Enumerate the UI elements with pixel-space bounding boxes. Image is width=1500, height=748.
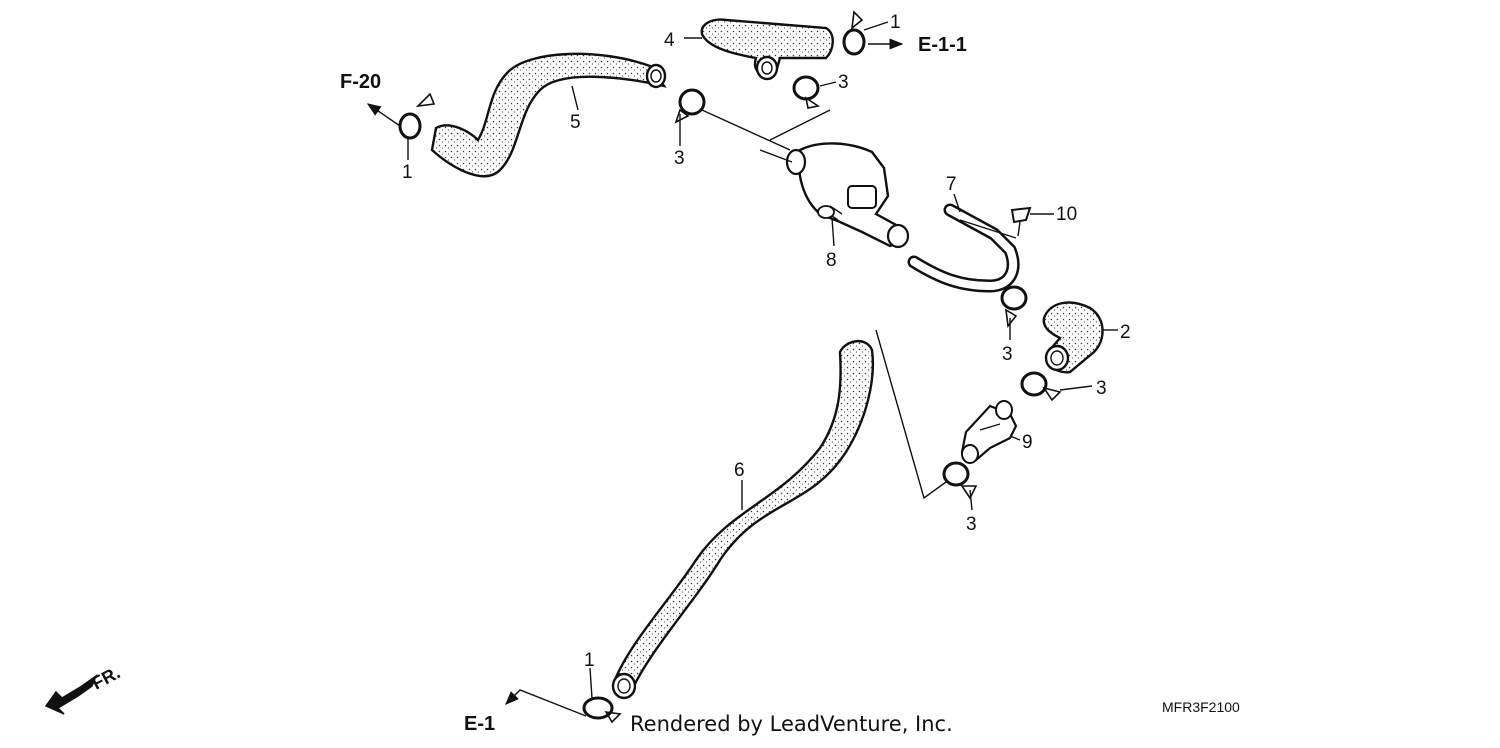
callout-7: 7 — [946, 174, 957, 195]
clamp-10 — [1010, 206, 1032, 237]
credit-text: Rendered by LeadVenture, Inc. — [630, 712, 953, 736]
tube-7 — [907, 203, 1020, 293]
ref-f-20: F-20 — [340, 71, 381, 93]
callout-9: 9 — [1022, 432, 1033, 453]
clamp-3-topright — [792, 75, 821, 109]
ref-e-1-1: E-1-1 — [918, 34, 967, 56]
clamp-3-right-mid — [1020, 371, 1062, 402]
hose-5 — [430, 52, 667, 178]
clamp-3-bottom — [942, 461, 978, 500]
callout-5: 5 — [570, 112, 581, 133]
callout-8: 8 — [826, 250, 837, 271]
callout-6: 6 — [734, 460, 745, 481]
diagram-code: MFR3F2100 — [1162, 699, 1240, 715]
clamp-3-right-upper — [1000, 285, 1028, 328]
hose-2 — [1042, 301, 1104, 374]
callout-1-left: 1 — [402, 162, 413, 183]
callout-3-mid: 3 — [674, 148, 685, 169]
clamp-1-left — [398, 92, 436, 140]
pipe-9 — [960, 400, 1018, 464]
callout-2: 2 — [1120, 322, 1131, 343]
leader-lines — [366, 21, 1118, 717]
clamp-3-mid — [674, 88, 706, 124]
callout-3-bottom: 3 — [966, 514, 977, 535]
valve-8 — [785, 142, 910, 249]
direction-label: FR. — [88, 662, 123, 693]
clamp-1-bottom — [582, 696, 622, 724]
clamp-1-top — [842, 10, 866, 56]
callout-1-top: 1 — [890, 12, 901, 33]
callout-3-right-upper: 3 — [1002, 344, 1013, 365]
callout-3-right-mid: 3 — [1096, 378, 1107, 399]
ref-e-1: E-1 — [464, 713, 495, 735]
callout-4: 4 — [664, 30, 675, 51]
hose-4 — [700, 18, 834, 81]
front-direction-arrow: FR. — [44, 662, 123, 715]
callout-10: 10 — [1056, 204, 1077, 225]
callout-1-bottom: 1 — [584, 650, 595, 671]
callout-3-topright: 3 — [838, 72, 849, 93]
hose-6 — [611, 340, 875, 700]
